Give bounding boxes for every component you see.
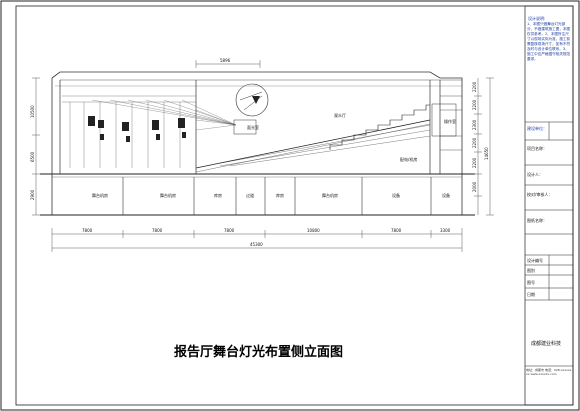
- row-label-design-no: 设计编号: [527, 257, 543, 263]
- bottom-dim-5: 7800: [391, 228, 402, 233]
- lighting-room-label: 面光室: [247, 124, 259, 130]
- right-dim-5: 2200: [472, 137, 477, 148]
- design-notes: 1、本图只做舞台灯光部分，不做建筑施工图，本图仅供参考。2、本图所注尺寸以现场实…: [527, 22, 571, 61]
- basement-room-6: 舞台机房: [322, 192, 338, 198]
- basement-room-2: 舞台机房: [160, 192, 176, 198]
- bottom-dim-3: 7800: [224, 228, 235, 233]
- elevation-drawing: 面光室 观众厅 操作室 配电/机房 舞台机房 舞台机房 库房 过道 库房 舞台机…: [30, 58, 494, 252]
- left-dim-1: 10500: [30, 105, 35, 118]
- top-dimension: 5896: [220, 58, 231, 63]
- left-dim-2: 6500: [30, 151, 35, 162]
- bottom-dim-2: 7800: [152, 228, 163, 233]
- bottom-dim-4: 10800: [307, 228, 320, 233]
- tech-room-label: 配电/机房: [400, 156, 417, 162]
- row-label-project: 项目名称：: [527, 145, 547, 151]
- basement-room-7: 设备: [392, 192, 400, 198]
- row-label-reviewer: 校对/审核人：: [527, 191, 552, 197]
- right-dim-2: 2200: [472, 81, 477, 92]
- detail-circle: [235, 83, 269, 117]
- row-label-designer: 设计人：: [527, 171, 543, 177]
- right-dim-7: 2000: [472, 181, 477, 192]
- right-dim-3: 2200: [472, 99, 477, 110]
- right-dim-4: 2300: [472, 119, 477, 130]
- company-name: 成都建业科技: [531, 340, 561, 347]
- upper-stage-room-label: 操作室: [444, 118, 456, 124]
- footer-info: 地址：成都市 电话：028-xxxxxxxx www.xxxxxx.com: [526, 368, 572, 376]
- balcony-label: 观众厅: [334, 113, 346, 118]
- row-label-number: 图号: [527, 279, 535, 285]
- overall-dimension: 45300: [250, 242, 263, 247]
- bottom-dim-1: 7800: [82, 228, 93, 233]
- left-dim-3: 2900: [30, 189, 35, 200]
- notes-title: 设计说明:: [528, 15, 545, 21]
- bottom-dim-6: 3300: [440, 228, 451, 233]
- basement-room-1: 舞台机房: [92, 192, 108, 198]
- drawing-title: 报告厅舞台灯光布置侧立面图: [174, 344, 343, 360]
- basement-room-3: 库房: [214, 192, 222, 198]
- basement-room-8: 设备: [442, 192, 450, 198]
- row-label-date: 日期: [527, 291, 535, 297]
- right-dim-6: 2200: [472, 157, 477, 168]
- right-dim-total: 14650: [484, 147, 489, 160]
- basement-room-5: 库房: [276, 192, 284, 198]
- title-block: 设计说明: 1、本图只做舞台灯光部分，不做建筑施工图，本图仅供参考。2、本图所注…: [524, 5, 574, 406]
- row-label-category: 图别: [527, 267, 535, 273]
- basement-room-4: 过道: [246, 192, 254, 198]
- row-label-owner: 建设单位：: [527, 125, 547, 131]
- row-label-drawing-name: 图纸名称：: [527, 217, 547, 223]
